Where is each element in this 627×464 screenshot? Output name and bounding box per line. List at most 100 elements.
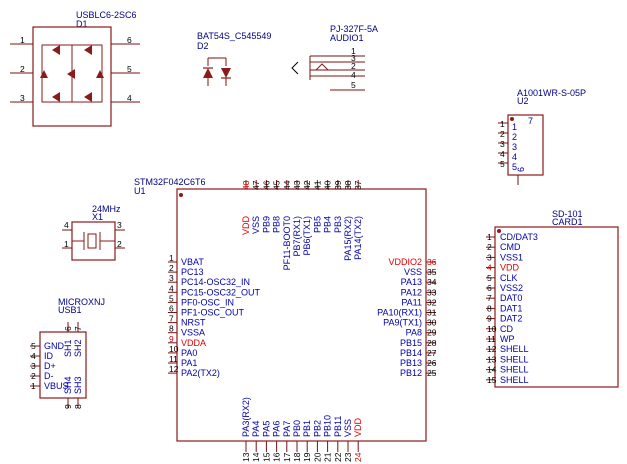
u1-pin-pc14-osc32-in-label: PC14-OSC32_IN: [181, 277, 250, 287]
card1-pin-9-label: DAT2: [500, 314, 522, 324]
u1-pin-pb9-label: PB9: [261, 216, 271, 233]
u1-pin-37-num: 37: [353, 180, 363, 190]
card1-pin-15-label: SHELL: [500, 375, 529, 385]
card1-pin-6-num: 6: [487, 283, 492, 293]
card1-ref: CARD1: [552, 217, 583, 227]
audio1-value: PJ-327F-5A: [330, 24, 378, 34]
u1-pin-pa9-tx1-label: PA9(TX1): [383, 318, 422, 328]
u1-pin-pf1-osc-out-label: PF1-OSC_OUT: [181, 308, 245, 318]
card1-pin-4-num: 4: [487, 263, 492, 273]
u1-pin-vddio2-label: VDDIO2: [388, 257, 422, 267]
u1-pin-28-num: 28: [427, 338, 437, 348]
audio1-jack[interactable]: PJ-327F-5A AUDIO1 1 3 2 4 5: [291, 24, 378, 91]
d2-bat54s[interactable]: BAT54S_C545549 D2: [197, 31, 271, 86]
card1-value: SD-101: [552, 209, 583, 219]
u2-pin-4-num: 4: [500, 149, 505, 159]
u2-pin-4-label: 4: [512, 152, 517, 162]
x1-pin-2: 2: [117, 239, 122, 249]
u1-pin-pa14-tx2-label: PA14(TX2): [353, 216, 363, 260]
usb1-pin-sh2-label: SH2: [73, 339, 83, 357]
d1-pin-4: 4: [127, 93, 132, 103]
u1-value: STM32F042C6T6: [134, 177, 206, 187]
u1-pin-pb2-label: PB2: [312, 420, 322, 437]
d1-pin-2: 2: [20, 64, 25, 74]
u1-pin-5-num: 5: [169, 293, 174, 303]
card1-pin-7-num: 7: [487, 293, 492, 303]
u1-pin-48-num: 48: [241, 180, 251, 190]
u1-pin-pa10-rx1-label: PA10(RX1): [377, 308, 422, 318]
u1-pin-25-num: 25: [427, 368, 437, 378]
card1-pin-1-label: CD/DAT3: [500, 232, 538, 242]
card1-pin-12-label: SHELL: [500, 344, 529, 354]
card1-pin-4-label: VDD: [500, 263, 520, 273]
usb1-pin-1-num: 1: [31, 381, 36, 391]
audio1-pin-2: 2: [351, 61, 356, 71]
u1-pin-vdd-label: VDD: [353, 417, 363, 437]
card1-pin-13-label: SHELL: [500, 354, 529, 364]
u1-ref: U1: [134, 186, 146, 196]
u1-pin-pa6-label: PA6: [272, 421, 282, 437]
u2-pin-7-label: 7: [528, 116, 533, 126]
usb1-pin-5-num: 5: [31, 341, 36, 351]
u1-pin-40-num: 40: [323, 180, 333, 190]
u1-pin-19-num: 19: [302, 452, 312, 462]
u2-connector[interactable]: A1001WR-S-05P U2 1 2 3 4 5 1 2 3 4 5 7 6: [498, 88, 586, 185]
u1-pin-4-num: 4: [169, 283, 174, 293]
u1-pin-pb3-label: PB3: [333, 216, 343, 233]
d1-pin-1: 1: [20, 35, 25, 45]
u2-pin-3-num: 3: [500, 139, 505, 149]
card1-pin-6-label: VSS2: [500, 283, 523, 293]
u1-pin-45-num: 45: [272, 180, 282, 190]
u1-pin-20-num: 20: [312, 452, 322, 462]
usb1-pin-9-num: 9: [63, 404, 73, 409]
card1-pin-14-num: 14: [487, 365, 497, 375]
card1-pin-15-num: 15: [487, 375, 497, 385]
audio1-pin-3: 3: [351, 53, 356, 63]
u1-pin-9-num: 9: [169, 334, 174, 344]
usb1-ref: USB1: [58, 305, 82, 315]
u1-pin-vdd-label: VDD: [241, 216, 251, 236]
u1-pin-pb11-label: PB11: [333, 416, 343, 437]
x1-crystal[interactable]: 24MHz X1 4 1 3 2: [62, 204, 125, 261]
d2-value: BAT54S_C545549: [197, 31, 271, 41]
u1-pin-pb13-label: PB13: [400, 358, 422, 368]
u2-value: A1001WR-S-05P: [517, 88, 586, 98]
u1-pin-26-num: 26: [427, 358, 437, 368]
card1-pin-3-label: VSS1: [500, 252, 523, 262]
usb1-pin-sh3-label: SH3: [73, 376, 83, 394]
card1-pin-2-num: 2: [487, 242, 492, 252]
card1-pin-3-num: 3: [487, 252, 492, 262]
u1-pin-pb5-label: PB5: [312, 216, 322, 233]
usb1-pin-d-label: D+: [44, 361, 56, 371]
u1-pin-vssa-label: VSSA: [181, 328, 205, 338]
d1-ref: D1: [76, 19, 88, 29]
d1-pin-6: 6: [127, 35, 132, 45]
usb1-pin-sh1-label: SH1: [63, 339, 73, 357]
u1-pin-pa11-label: PA11: [401, 297, 422, 307]
u1-pin-pb6-tx1-label: PB6(TX1): [302, 216, 312, 256]
usb1-value: MICROXNJ: [58, 297, 105, 307]
u2-pin-1-num: 1: [500, 119, 505, 129]
u1-pin-pa3-rx2-label: PA3(RX2): [241, 397, 251, 437]
u1-pin-11-num: 11: [169, 354, 178, 364]
u1-pin-vbat-label: VBAT: [181, 257, 204, 267]
u1-pin-vdda-label: VDDA: [181, 338, 206, 348]
u1-pin-34-num: 34: [427, 277, 437, 287]
d1-usblc6[interactable]: USBLC6-2SC6 D1 1 2 3 6 5 4: [10, 10, 140, 127]
u1-pin-36-num: 36: [427, 257, 437, 267]
u1-pin-1-num: 1: [169, 253, 174, 263]
audio1-pin-5: 5: [351, 80, 356, 90]
d1-pin-3: 3: [20, 93, 25, 103]
u2-pin-5-num: 5: [500, 159, 505, 169]
card1-pin-8-label: DAT1: [500, 303, 522, 313]
card1-pin-2-label: CMD: [500, 242, 521, 252]
u1-pin-pa2-tx2-label: PA2(TX2): [181, 368, 220, 378]
u1-pin-vss-label: VSS: [251, 216, 261, 234]
u1-pin-pa5-label: PA5: [261, 421, 271, 437]
usb1-pin-2-num: 2: [31, 371, 36, 381]
u1-pin-43-num: 43: [292, 180, 302, 190]
u1-pin-pa8-label: PA8: [406, 328, 422, 338]
